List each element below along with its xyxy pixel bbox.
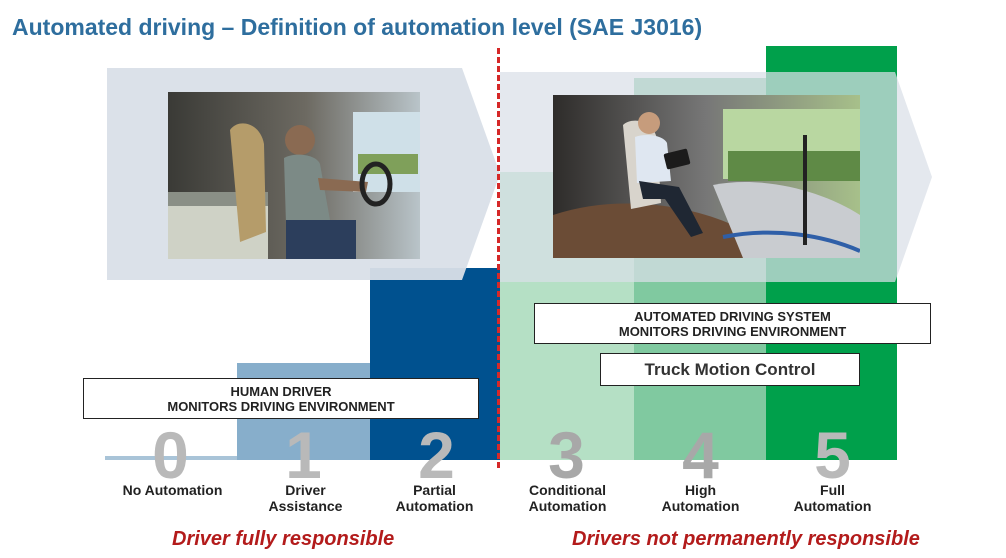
level-1-label-line2: Assistance bbox=[268, 498, 343, 514]
level-5-label-line1: Full bbox=[820, 482, 845, 498]
driver-photo bbox=[168, 92, 420, 259]
truck-motion-control-box: Truck Motion Control bbox=[600, 353, 860, 386]
automated-cab-photo bbox=[553, 95, 860, 258]
level-4-label-line2: Automation bbox=[661, 498, 740, 514]
page-title: Automated driving – Definition of automa… bbox=[12, 14, 703, 40]
level-5-label-line2: Automation bbox=[793, 498, 872, 514]
system-box-line2: MONITORS DRIVING ENVIRONMENT bbox=[618, 324, 847, 339]
level-5-number: 5 bbox=[814, 418, 851, 492]
level-2-label-line2: Automation bbox=[395, 498, 474, 514]
human-box-line2: MONITORS DRIVING ENVIRONMENT bbox=[167, 399, 395, 414]
level-3-label: Conditional Automation bbox=[501, 482, 634, 514]
driver-responsible-caption: Driver fully responsible bbox=[172, 528, 395, 550]
level-0-label: No Automation bbox=[106, 482, 239, 498]
level-0-baseline bbox=[105, 456, 237, 460]
level-1-label: Driver Assistance bbox=[239, 482, 372, 514]
level-4-number: 4 bbox=[682, 418, 719, 492]
human-driver-box: HUMAN DRIVER MONITORS DRIVING ENVIRONMEN… bbox=[83, 378, 479, 419]
level-4-label: High Automation bbox=[634, 482, 767, 514]
level-1-number: 1 bbox=[285, 418, 322, 492]
level-2-number: 2 bbox=[418, 418, 455, 492]
level-2-bar bbox=[370, 268, 500, 460]
level-5-label: Full Automation bbox=[766, 482, 899, 514]
level-0-label-line1: No Automation bbox=[122, 482, 223, 498]
responsibility-divider bbox=[497, 48, 500, 468]
level-3-number: 3 bbox=[548, 418, 585, 492]
human-box-line1: HUMAN DRIVER bbox=[230, 384, 332, 399]
level-1-label-line1: Driver bbox=[285, 482, 326, 498]
driver-not-responsible-caption: Drivers not permanently responsible bbox=[572, 528, 920, 550]
level-2-label-line1: Partial bbox=[413, 482, 456, 498]
level-3-label-line2: Automation bbox=[528, 498, 607, 514]
level-2-label: Partial Automation bbox=[368, 482, 501, 514]
level-3-label-line1: Conditional bbox=[529, 482, 606, 498]
automated-system-box: AUTOMATED DRIVING SYSTEM MONITORS DRIVIN… bbox=[534, 303, 931, 344]
level-0-number: 0 bbox=[152, 418, 189, 492]
level-4-label-line1: High bbox=[684, 482, 717, 498]
system-box-line1: AUTOMATED DRIVING SYSTEM bbox=[634, 309, 831, 324]
